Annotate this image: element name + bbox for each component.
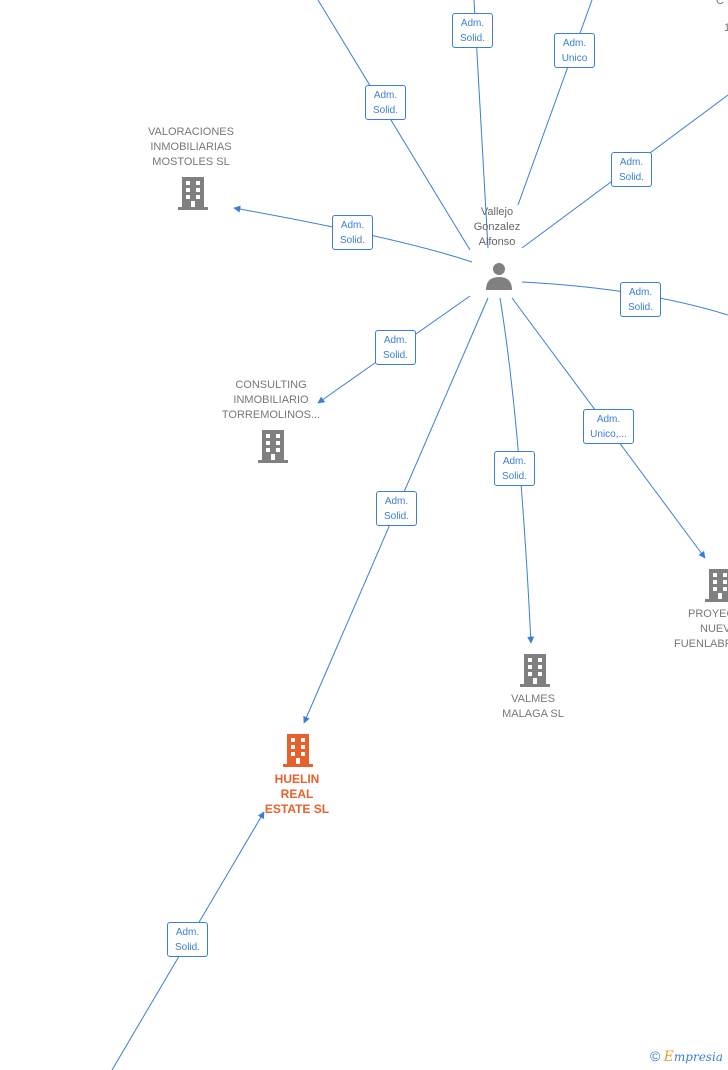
copyright-icon: © (650, 1048, 661, 1064)
role-line: Adm. (340, 220, 365, 231)
label-line: INMOBILIARIAS (150, 141, 232, 153)
label-line: TORREMOLINOS... (221, 409, 321, 421)
role-line: Adm. (628, 287, 653, 298)
person-name-line-3: Alfonso (478, 236, 516, 248)
role-badge-right[interactable]: Adm. Solid. (620, 282, 661, 317)
role-line: Solid. (618, 172, 644, 183)
person-icon[interactable] (484, 260, 514, 295)
role-badge-proyectos[interactable]: Adm. Unico,... (583, 409, 634, 444)
role-line: Solid. (501, 471, 527, 482)
label-line: MOSTOLES SL (152, 156, 230, 168)
label-line: INMOBILIARIO (233, 394, 309, 406)
brand-initial: E (663, 1049, 674, 1065)
role-line: Adm. (383, 335, 408, 346)
label-line: 1 (724, 22, 728, 34)
role-badge-huelin[interactable]: Adm. Solid. (376, 491, 417, 526)
building-icon[interactable] (177, 175, 209, 216)
role-badge-top-unico[interactable]: Adm. Unico (554, 33, 595, 68)
company-valmes-label[interactable]: VALMES MALAGA SL (473, 692, 593, 722)
role-line: Solid. (459, 33, 485, 44)
label-line: ESTATE SL (264, 802, 330, 816)
role-badge-bottom[interactable]: Adm. Solid. (167, 922, 208, 957)
building-icon[interactable] (704, 567, 728, 608)
role-line: Unico (561, 53, 588, 64)
role-line: Adm. (502, 456, 527, 467)
role-badge-valoraciones[interactable]: Adm. Solid. (332, 215, 373, 250)
label-line: CONSULTING (235, 379, 307, 391)
role-line: Solid. (627, 302, 653, 313)
brand-name: mpresia (673, 1050, 723, 1064)
role-badge-consulting[interactable]: Adm. Solid. (375, 330, 416, 365)
company-huelin-label[interactable]: HUELIN REAL ESTATE SL (237, 772, 357, 817)
role-line: Adm. (596, 414, 621, 425)
edge-top-unico (517, 0, 593, 206)
person-name-line-1: Vallejo (480, 206, 514, 218)
role-line: Solid. (339, 235, 365, 246)
building-icon-highlighted[interactable] (282, 732, 314, 773)
role-line: Adm. (619, 157, 644, 168)
role-line: Adm. (175, 927, 200, 938)
role-line: Solid. (174, 942, 200, 953)
role-badge-valmes[interactable]: Adm. Solid. (494, 451, 535, 486)
role-line: Adm. (562, 38, 587, 49)
role-line: Adm. (460, 18, 485, 29)
edge-valoraciones (233, 205, 473, 263)
label-line: NUEV (700, 623, 728, 635)
label-line: VALORACIONES (148, 126, 234, 138)
label-line: MALAGA SL (502, 708, 564, 720)
label-line: HUELIN (274, 772, 320, 786)
label-line: C (716, 0, 724, 7)
edge-valmes (499, 297, 535, 644)
company-consulting-label[interactable]: CONSULTING INMOBILIARIO TORREMOLINOS... (211, 378, 331, 423)
footer-brand: © Empresia (650, 1048, 723, 1065)
building-icon[interactable] (519, 652, 551, 693)
label-line: FUENLABR (674, 638, 728, 650)
role-line: Adm. (373, 90, 398, 101)
company-valoraciones-label[interactable]: VALORACIONES INMOBILIARIAS MOSTOLES SL (131, 125, 251, 170)
role-badge-top-left[interactable]: Adm. Solid. (365, 85, 406, 120)
label-line: VALMES (511, 693, 555, 705)
role-line: Solid. (383, 511, 409, 522)
building-icon[interactable] (257, 428, 289, 469)
company-top-right-label[interactable]: C 1 (716, 0, 728, 36)
edge-top-left (317, 0, 471, 251)
label-line: REAL (280, 787, 314, 801)
role-line: Solid. (372, 105, 398, 116)
role-badge-right-up[interactable]: Adm. Solid. (611, 152, 652, 187)
label-line: PROYEC (688, 608, 728, 620)
company-proyectos-label[interactable]: PROYEC NUEV FUENLABR (668, 607, 728, 652)
role-line: Unico,... (590, 429, 627, 440)
role-line: Solid. (382, 350, 408, 361)
role-badge-top-mid[interactable]: Adm. Solid. (452, 13, 493, 48)
person-name-line-2: Gonzalez (473, 221, 521, 233)
person-name[interactable]: Vallejo Gonzalez Alfonso (462, 205, 532, 250)
role-line: Adm. (384, 496, 409, 507)
